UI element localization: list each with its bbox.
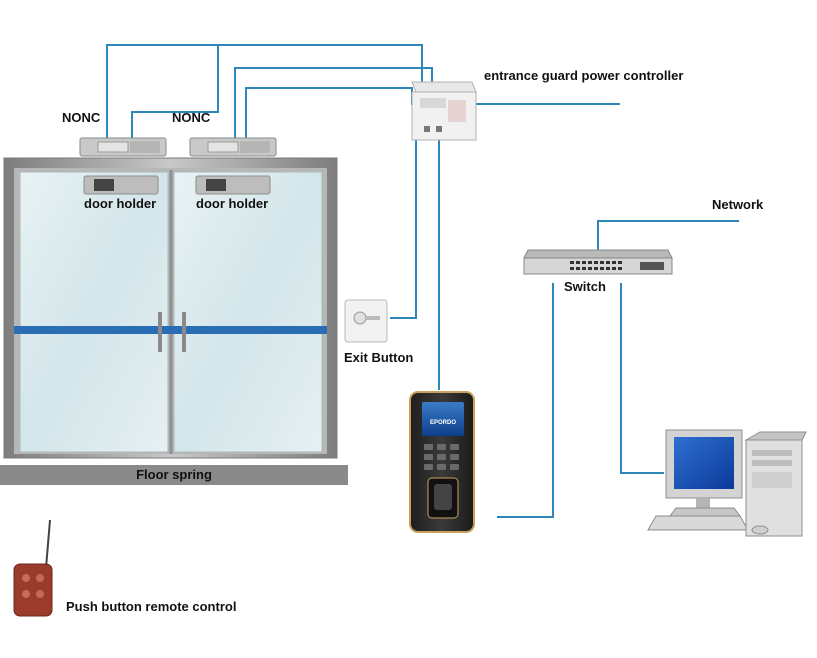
exit-button-device [344, 299, 388, 343]
door-holder-label-right: door holder [196, 196, 269, 211]
wire-top-bus [131, 45, 219, 140]
terminal-brand-text: EPORDO [430, 420, 456, 426]
remote-control-label: Push button remote control [66, 599, 237, 614]
double-door [3, 157, 338, 459]
wire-left-lock [106, 44, 423, 140]
switch-label: Switch [564, 279, 606, 294]
wire-terminal-switch [497, 283, 554, 518]
door-holder-label-left: door holder [84, 196, 157, 211]
wiring [106, 44, 739, 518]
remote-control-device [13, 519, 53, 617]
exit-button-label: Exit Button [344, 350, 414, 365]
power-controller-label: entrance guard power controller [484, 68, 684, 83]
wire-network [597, 220, 739, 250]
floor-spring-bar [0, 465, 348, 485]
network-switch [523, 249, 673, 275]
electric-lock-left [79, 137, 167, 157]
wire-right-lock [245, 87, 413, 140]
wire-right-lock-2 [234, 67, 433, 140]
nonc-label-left: NONC [62, 110, 101, 125]
network-label: Network [712, 197, 764, 212]
floor-spring-label: Floor spring [136, 467, 212, 482]
desktop-computer [647, 429, 807, 537]
fingerprint-terminal: EPORDO [409, 391, 475, 533]
wire-switch-pc [620, 283, 664, 474]
wire-exit-button [390, 140, 417, 319]
nonc-label-right: NONC [172, 110, 211, 125]
power-controller-box [411, 81, 477, 141]
electric-lock-right [189, 137, 277, 157]
